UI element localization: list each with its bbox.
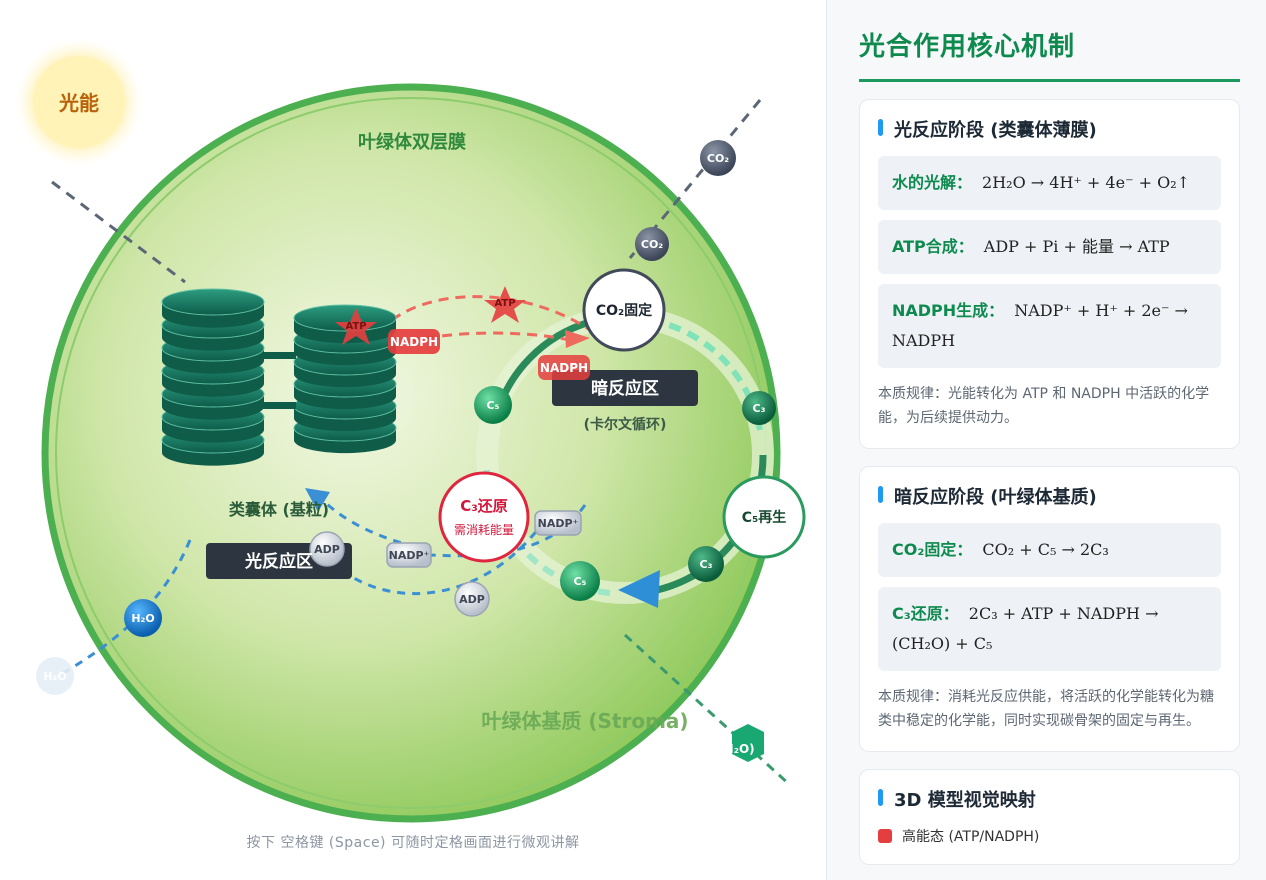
adp-molecule-1 (309, 531, 345, 567)
dark-zone-label: 暗反应区 (591, 378, 659, 399)
c3-reduction-sub-label: 需消耗能量 (454, 523, 514, 537)
c3-molecule-bottom (688, 546, 724, 582)
light-card-note: 本质规律：光能转化为 ATP 和 NADPH 中活跃的化学能，为后续提供动力。 (878, 386, 1210, 426)
c5-regeneration-label: C₅再生 (742, 509, 786, 526)
thylakoid-label: 类囊体 (基粒) (229, 500, 329, 519)
thylakoid-disk (161, 288, 265, 316)
light-reaction-card: 光反应阶段 (类囊体薄膜) 水的光解： 2H₂O → 4H⁺ + 4e⁻ + O₂… (859, 99, 1240, 449)
red-swatch-icon (878, 829, 892, 843)
dark-reaction-card: 暗反应阶段 (叶绿体基质) CO₂固定： CO₂ + C₅ → 2C₃ C₃还原：… (859, 466, 1240, 752)
photosynthesis-diagram: 光能 叶绿体双层膜 类囊体 (基粒) 光反应区 暗反应区 (卡尔文循环) 叶绿体… (15, 38, 806, 823)
atp-star-flow (484, 286, 526, 323)
equation-water-photolysis: 水的光解： 2H₂O → 4H⁺ + 4e⁻ + O₂↑ (878, 156, 1221, 210)
c3-bottom-label: C₃ (700, 558, 713, 571)
h2o-molecule-faded (36, 657, 74, 695)
h2o-label: H₂O (131, 612, 154, 625)
c5-bottom-label: C₅ (574, 575, 587, 588)
energy-flow-arrow (565, 330, 590, 348)
nadph-label-2: NADPH (540, 361, 588, 375)
dark-zone-box (552, 370, 698, 406)
nadp-capsule-1 (386, 542, 432, 568)
eq-body: 2H₂O → 4H⁺ + 4e⁻ + O₂↑ (982, 173, 1191, 192)
pause-hint: 按下 空格键 (Space) 可随时定格画面进行微观讲解 (246, 835, 580, 851)
c3-reduction-node[interactable] (438, 471, 530, 563)
dark-card-note: 本质规律：消耗光反应供能，将活跃的化学能转化为糖类中稳定的化学能，同时实现碳骨架… (878, 689, 1214, 729)
dark-card-title: 暗反应阶段 (叶绿体基质) (878, 483, 1221, 509)
co2-fixation-node[interactable] (582, 268, 666, 352)
eq-label: NADPH生成： (892, 301, 1005, 320)
atp-flow-path (391, 295, 591, 332)
c3-molecule-right (742, 391, 776, 425)
nadp-label-2: NADP⁺ (538, 517, 579, 530)
h2o-molecule (124, 599, 162, 637)
c3-reduction-label: C₃还原 (460, 497, 508, 515)
chloroplast-outer-membrane (41, 83, 781, 823)
product-exit-path (623, 633, 792, 787)
stroma-lamella-top (262, 352, 296, 359)
atp-flow-label: ATP (494, 298, 515, 309)
adp-return-path (328, 519, 547, 596)
product-label: (CH₂O) (709, 742, 754, 756)
mapping-card-title: 3D 模型视觉映射 (878, 786, 1221, 812)
equation-co2-fixation: CO₂固定： CO₂ + C₅ → 2C₃ (878, 523, 1221, 577)
eq-label: CO₂固定： (892, 540, 973, 559)
co2-fixation-label: CO₂固定 (596, 302, 652, 319)
carbohydrate-product (732, 724, 764, 762)
legend-high-energy: 高能态 (ATP/NADPH) (878, 826, 1221, 846)
eq-label: 水的光解： (892, 173, 973, 192)
light-zone-label: 光反应区 (244, 551, 313, 572)
membrane-label: 叶绿体双层膜 (358, 131, 466, 153)
diagram-stage: 光能 叶绿体双层膜 类囊体 (基粒) 光反应区 暗反应区 (卡尔文循环) 叶绿体… (15, 38, 806, 851)
nadph-label-1: NADPH (390, 335, 438, 349)
c5-regeneration-node[interactable] (722, 475, 806, 559)
c3-right-label: C₃ (753, 402, 766, 415)
co2-outer-label: CO₂ (707, 152, 729, 165)
c5-molecule-bottom (560, 561, 600, 601)
adp-molecule-2 (454, 581, 490, 617)
nadp-capsule-2 (534, 510, 582, 536)
sun-core (33, 56, 125, 148)
adp-label-1: ADP (314, 543, 340, 556)
return-arrow (305, 488, 330, 512)
dark-zone-sub-label: (卡尔文循环) (584, 416, 667, 433)
cycle-direction-arrow (618, 570, 660, 608)
h2o-faded-label: H₂O (43, 670, 66, 683)
stroma-lamella-bottom (262, 402, 296, 409)
sidebar-title: 光合作用核心机制 (859, 26, 1240, 82)
eq-body: CO₂ + C₅ → 2C₃ (982, 540, 1109, 559)
visual-mapping-card: 3D 模型视觉映射 高能态 (ATP/NADPH) (859, 769, 1240, 865)
nadp-label-1: NADP⁺ (389, 549, 430, 562)
atp-star-stack (335, 308, 377, 345)
legend-label: 高能态 (ATP/NADPH) (902, 829, 1040, 845)
mechanism-sidebar: 光合作用核心机制 光反应阶段 (类囊体薄膜) 水的光解： 2H₂O → 4H⁺ +… (826, 0, 1266, 880)
eq-label: ATP合成： (892, 237, 974, 256)
co2-molecule-outer (700, 140, 736, 176)
adp-label-2: ADP (459, 593, 485, 606)
eq-body: ADP + Pi + 能量 → ATP (983, 237, 1170, 256)
c5-left-label: C₅ (487, 399, 500, 412)
nadph-capsule-1 (388, 329, 440, 354)
atp-stack-label: ATP (345, 321, 366, 332)
eq-body: 2C₃ + ATP + NADPH → (CH₂O) + C₅ (892, 604, 1159, 653)
light-ray-path (51, 180, 186, 284)
co2-molecule-inner (635, 227, 669, 261)
c5-molecule-left (474, 386, 512, 424)
co2-inner-label: CO₂ (641, 238, 663, 251)
granum-stack-left (161, 288, 265, 466)
light-card-title: 光反应阶段 (类囊体薄膜) (878, 116, 1221, 142)
equation-atp-synthesis: ATP合成： ADP + Pi + 能量 → ATP (878, 220, 1221, 274)
light-energy-label: 光能 (58, 91, 99, 115)
eq-label: C₃还原： (892, 604, 959, 623)
equation-nadph-generation: NADPH生成：NADP⁺ + H⁺ + 2e⁻ → NADPH (878, 284, 1221, 368)
stroma-label: 叶绿体基质 (Stroma) (481, 709, 688, 733)
equation-c3-reduction: C₃还原：2C₃ + ATP + NADPH → (CH₂O) + C₅ (878, 587, 1221, 671)
eq-body: NADP⁺ + H⁺ + 2e⁻ → NADPH (892, 301, 1188, 350)
nadph-capsule-2 (538, 355, 590, 380)
